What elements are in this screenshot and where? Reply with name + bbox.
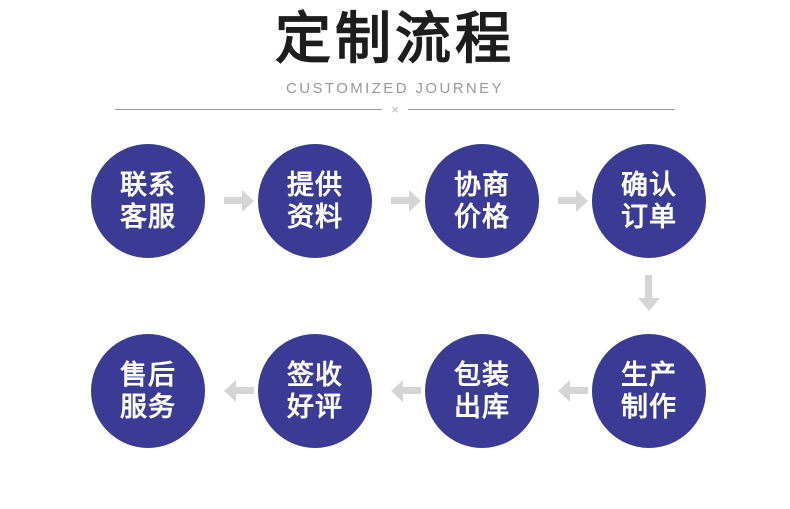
flow-arrow-right-icon-3 (558, 190, 588, 212)
flow-step-4-line1: 确认 (621, 170, 677, 200)
flow-step-2[interactable]: 提供 资料 (258, 144, 372, 258)
flow-arrow-left-icon-1 (558, 380, 588, 402)
arrow-head (409, 190, 421, 212)
flow-step-8[interactable]: 售后 服务 (91, 334, 205, 448)
flow-step-5-line1: 生产 (621, 360, 677, 390)
flow-step-3-line1: 协商 (454, 170, 510, 200)
arrow-head (224, 380, 236, 402)
flow-step-1-line2: 客服 (120, 202, 176, 232)
flow-step-6-line1: 包装 (454, 360, 510, 390)
flow-step-8-line1: 售后 (120, 360, 176, 390)
arrow-head (242, 190, 254, 212)
flow-step-7-line2: 好评 (287, 392, 343, 422)
flow-step-1-line1: 联系 (120, 170, 176, 200)
arrow-shaft (402, 387, 421, 394)
divider-line-left (115, 108, 382, 110)
page-title: 定制流程 (275, 7, 515, 70)
divider-line-right (408, 108, 675, 110)
flow-step-8-line2: 服务 (120, 392, 176, 422)
flow-step-4-line2: 订单 (621, 202, 677, 232)
flow-step-4[interactable]: 确认 订单 (592, 144, 706, 258)
page-subtitle: CUSTOMIZED JOURNEY (286, 80, 504, 97)
flow-arrow-left-icon-2 (391, 380, 421, 402)
arrow-head (558, 380, 570, 402)
flow-arrow-down-icon (638, 275, 660, 311)
flow-step-3-line2: 价格 (454, 202, 510, 232)
page-header: 定制流程 CUSTOMIZED JOURNEY (0, 0, 790, 98)
divider-cross-icon: × (391, 101, 399, 117)
flow-step-2-line1: 提供 (287, 170, 343, 200)
arrow-shaft (391, 197, 410, 204)
arrow-shaft (235, 387, 254, 394)
header-divider: × (115, 101, 675, 117)
flow-step-6[interactable]: 包装 出库 (425, 334, 539, 448)
arrow-head (576, 190, 588, 212)
flow-step-3[interactable]: 协商 价格 (425, 144, 539, 258)
flow-step-5-line2: 制作 (621, 392, 677, 422)
arrow-head (391, 380, 403, 402)
flow-step-6-line2: 出库 (454, 392, 510, 422)
flow-step-5[interactable]: 生产 制作 (592, 334, 706, 448)
arrow-shaft (224, 197, 243, 204)
flow-arrow-left-icon-3 (224, 380, 254, 402)
flow-step-1[interactable]: 联系 客服 (91, 144, 205, 258)
arrow-shaft (558, 197, 577, 204)
flow-arrow-right-icon-2 (391, 190, 421, 212)
flow-step-7-line1: 签收 (287, 360, 343, 390)
arrow-shaft (569, 387, 588, 394)
flow-step-2-line2: 资料 (287, 202, 343, 232)
arrow-head (638, 298, 660, 311)
flow-step-7[interactable]: 签收 好评 (258, 334, 372, 448)
arrow-shaft (645, 275, 652, 298)
flow-arrow-right-icon-1 (224, 190, 254, 212)
